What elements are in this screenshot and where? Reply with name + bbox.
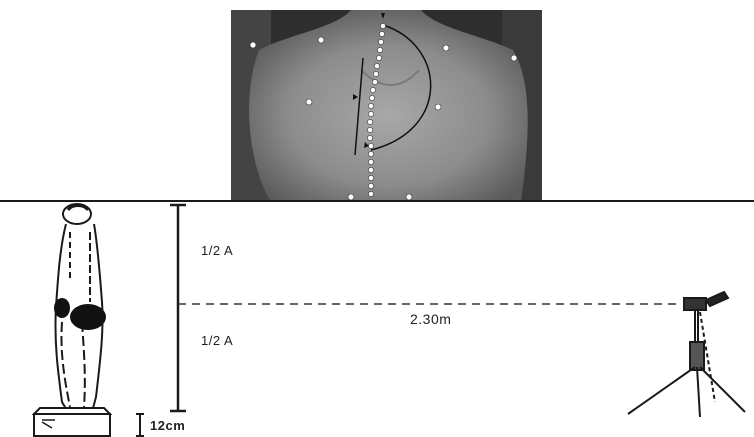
subject-hip — [70, 304, 106, 330]
platform-box — [34, 408, 110, 436]
camera-tripod — [628, 292, 745, 417]
height-measure-line — [170, 205, 186, 411]
platform-height-bracket — [136, 414, 144, 436]
upper-half-label: 1/2 A — [201, 243, 233, 258]
lower-half-label: 1/2 A — [201, 333, 233, 348]
measurement-setup-diagram: 1/2 A 1/2 A 2.30m 12cm — [0, 202, 754, 437]
back-photograph — [231, 10, 542, 202]
distance-label: 2.30m — [410, 311, 451, 327]
subject-hand — [54, 298, 70, 318]
platform-height-label: 12cm — [150, 418, 185, 433]
